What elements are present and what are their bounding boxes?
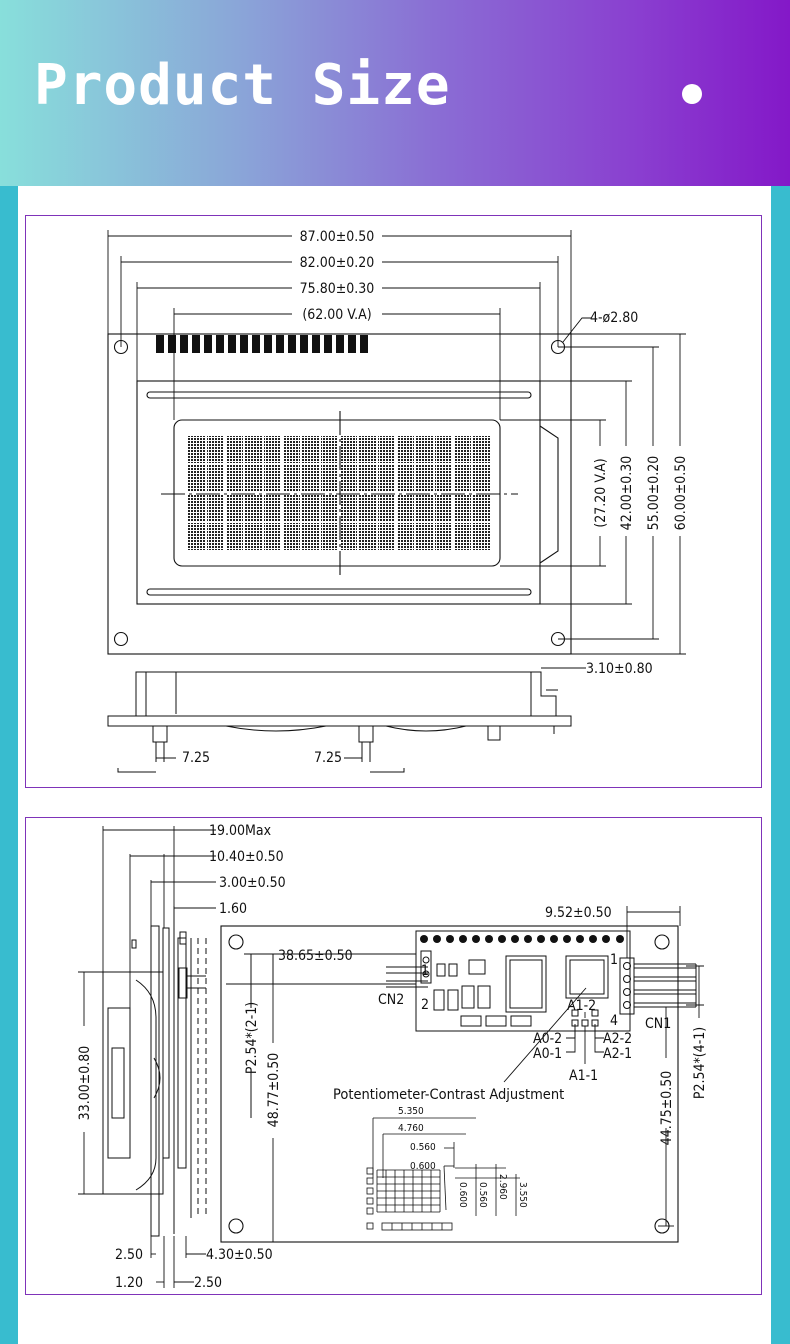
dim-leg-right: 7.25	[314, 750, 342, 766]
dim-module-height: 33.00±0.80	[77, 1046, 93, 1121]
dim-width-va: (62.00 V.A)	[302, 307, 371, 323]
dim-3865: 38.65±0.50	[278, 948, 353, 964]
pixel-detail	[366, 1117, 520, 1231]
cn2-label: CN2	[378, 992, 404, 1008]
viewing-area	[173, 419, 501, 567]
dim-4877: 48.77±0.50	[266, 1053, 282, 1128]
dim-5350: 5.350	[398, 1106, 424, 1117]
dim-width-bezel: 75.80±0.30	[300, 281, 375, 297]
dim-0560a: 0.560	[410, 1142, 436, 1153]
character-grid	[188, 436, 490, 550]
dim-width-holes: 82.00±0.20	[300, 255, 375, 271]
dim-160: 1.60	[219, 901, 247, 917]
mounting-hole	[654, 934, 670, 950]
a0-2-label: A0-2	[533, 1031, 562, 1047]
dim-0600b: 0.600	[457, 1182, 468, 1208]
cn2-pin1: 1	[421, 963, 429, 979]
side-view	[107, 667, 586, 773]
dim-2960: 2.960	[497, 1174, 508, 1200]
mounting-hole	[228, 934, 244, 950]
a1-2-label: A1-2	[567, 998, 596, 1014]
dim-leg-left: 7.25	[182, 750, 210, 766]
header-banner: Product Size	[0, 0, 790, 186]
dim-120: 1.20	[115, 1275, 143, 1291]
dim-height-holes: 55.00±0.20	[646, 456, 662, 531]
cn1-pin4: 4	[610, 1013, 618, 1029]
dim-3550: 3.550	[517, 1182, 528, 1208]
dim-0560b: 0.560	[477, 1182, 488, 1208]
dim-pitch-cn2: P2.54*(2-1)	[244, 1002, 260, 1074]
cn2-pin2: 2	[421, 997, 429, 1013]
dim-width-outer: 87.00±0.50	[300, 229, 375, 245]
hole-spec: 4-ø2.80	[590, 310, 638, 326]
dim-thickness: 3.10±0.80	[586, 661, 653, 677]
mounting-hole	[113, 631, 129, 647]
dim-430: 4.30±0.50	[206, 1247, 273, 1263]
mounting-hole	[228, 1218, 244, 1234]
side-profile	[102, 925, 207, 1237]
dim-4475: 44.75±0.50	[659, 1071, 675, 1146]
decorative-dot	[682, 84, 702, 104]
cn1-label: CN1	[645, 1016, 671, 1032]
dim-250b: 2.50	[194, 1275, 222, 1291]
dim-4760: 4.760	[398, 1123, 424, 1134]
width-dimensions	[107, 230, 572, 420]
a2-1-label: A2-1	[603, 1046, 632, 1062]
cn1-pin1: 1	[610, 952, 618, 968]
pcb-outline	[107, 333, 572, 655]
drawing-back-view: 19.00Max 10.40±0.50 3.00±0.50 1.60 33.00…	[25, 817, 762, 1295]
dim-250a: 2.50	[115, 1247, 143, 1263]
dim-952: 9.52±0.50	[545, 905, 612, 921]
drawing-front-view: 87.00±0.50 82.00±0.20 75.80±0.30 (62.00 …	[25, 215, 762, 788]
dim-height-outer: 60.00±0.50	[673, 456, 689, 531]
dim-max-thickness: 19.00Max	[209, 823, 272, 839]
a1-1-label: A1-1	[569, 1068, 598, 1084]
i2c-backpack	[415, 930, 631, 1032]
dim-height-va: (27.20 V.A)	[593, 458, 609, 527]
height-dimensions	[500, 333, 686, 655]
dim-pitch-cn1: P2.54*(4-1)	[692, 1027, 708, 1099]
cn1-connector	[619, 957, 697, 1015]
pin-pads	[156, 335, 368, 353]
side-profile-dimensions	[78, 826, 216, 1288]
a2-2-label: A2-2	[603, 1031, 632, 1047]
dim-1040: 10.40±0.50	[209, 849, 284, 865]
page-title: Product Size	[34, 53, 451, 118]
dim-0600a: 0.600	[410, 1161, 436, 1172]
dim-height-bezel: 42.00±0.30	[619, 456, 635, 531]
lcd-bezel	[136, 380, 541, 605]
pot-label: Potentiometer-Contrast Adjustment	[333, 1087, 564, 1103]
pcb-back-outline	[220, 925, 679, 1243]
dim-300: 3.00±0.50	[219, 875, 286, 891]
a0-1-label: A0-1	[533, 1046, 562, 1062]
